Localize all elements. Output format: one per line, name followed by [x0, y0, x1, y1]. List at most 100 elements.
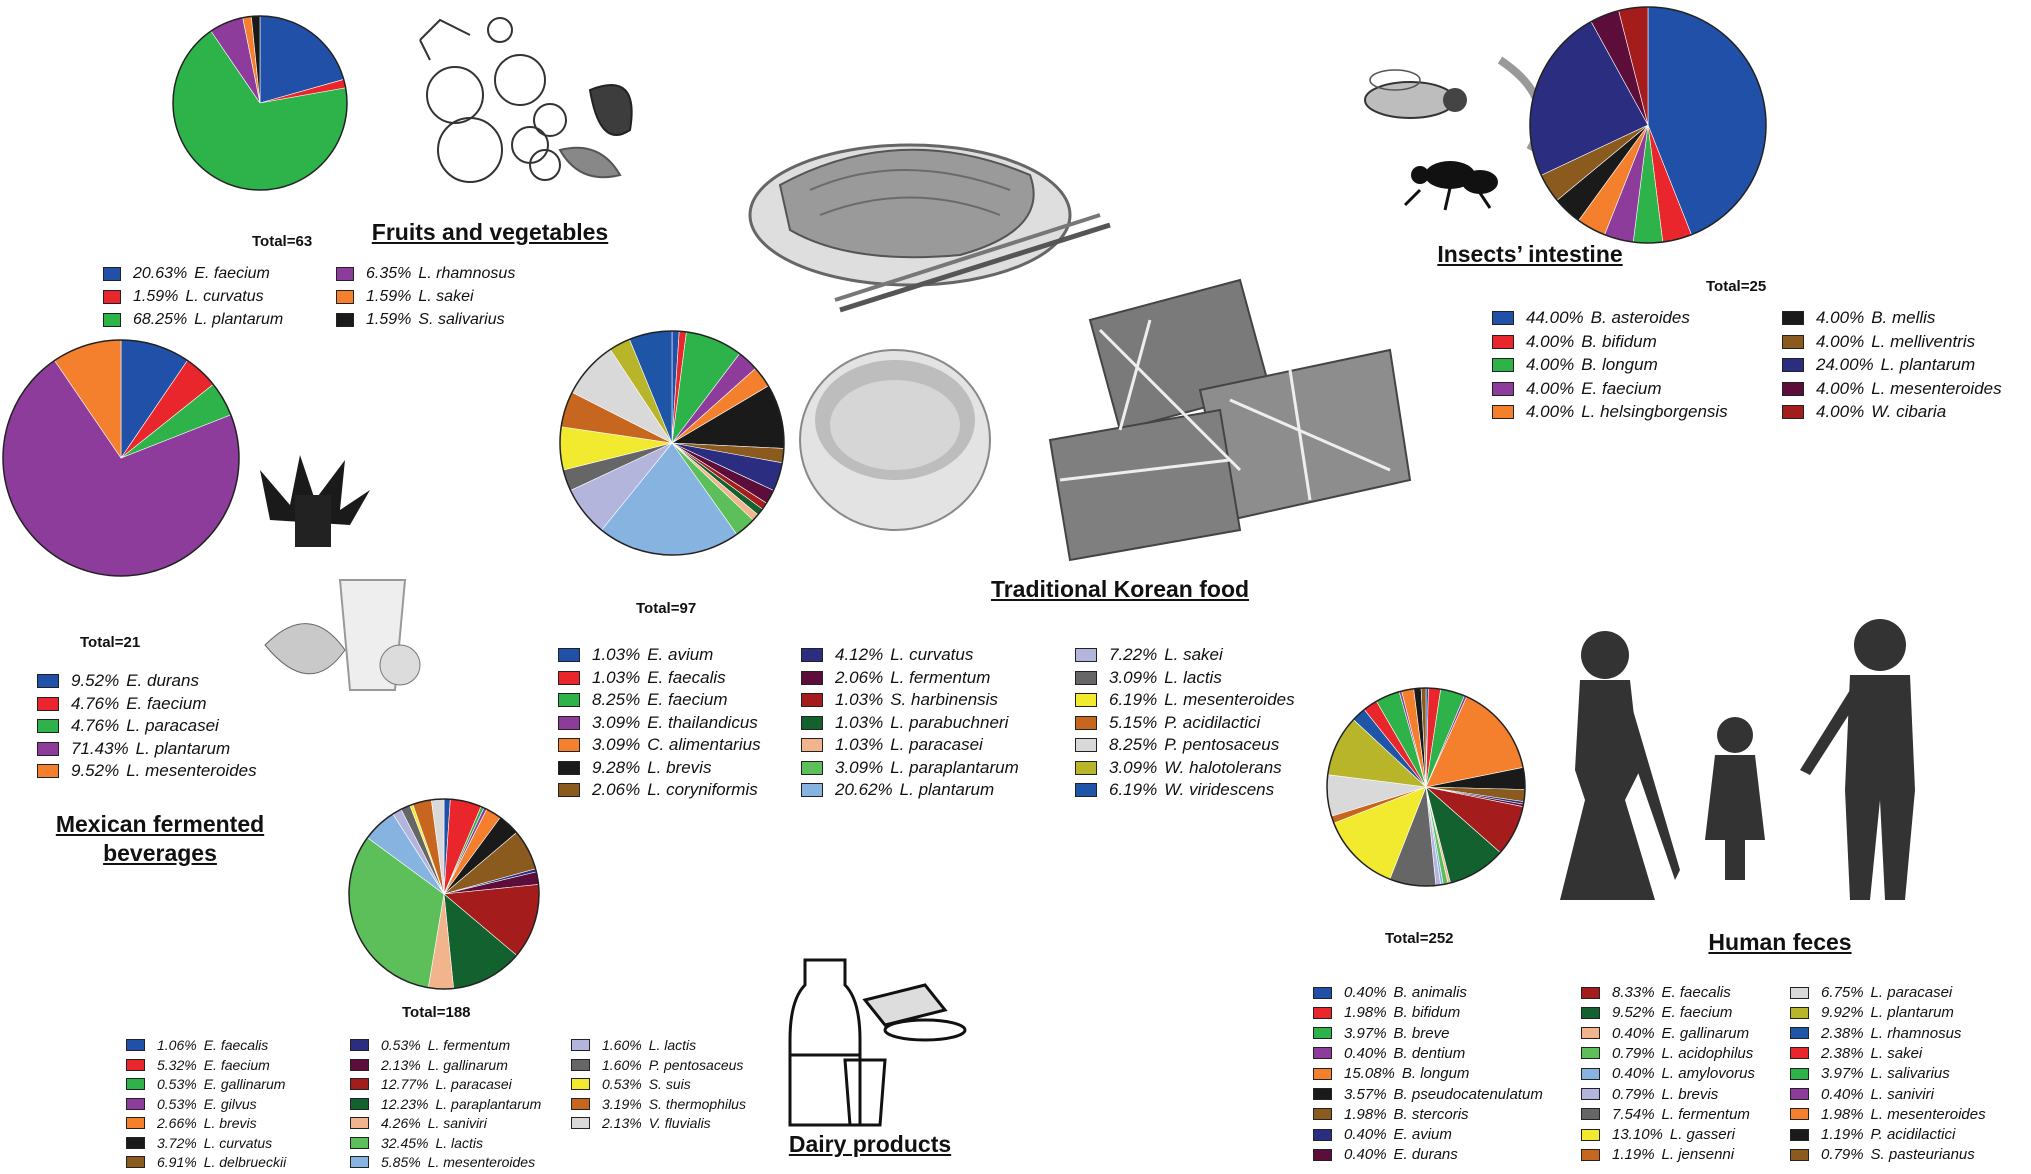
legend-species-label: P. acidilactici	[1870, 1126, 1956, 1144]
chart-title-dairy: Dairy products	[788, 1131, 952, 1157]
legend-item-dairy: 3.72%L. curvatus	[126, 1135, 272, 1151]
legend-percent: 3.72%	[157, 1134, 197, 1151]
legend-swatch	[1790, 1027, 1809, 1040]
legend-species-label: L. gallinarum	[427, 1056, 508, 1073]
legend-percent: 13.10%	[1612, 1126, 1663, 1144]
legend-percent: 1.03%	[835, 690, 884, 709]
legend-item-feces: 0.40%E. durans	[1313, 1146, 1458, 1163]
legend-percent: 9.52%	[71, 761, 120, 780]
legend-item-korean: 7.22%L. sakei	[1075, 645, 1223, 665]
legend-item-korean: 6.19%L. mesenteroides	[1075, 690, 1295, 710]
legend-species-label: E. faecium	[647, 690, 728, 709]
legend-swatch	[558, 783, 580, 797]
legend-species-label: E. avium	[1393, 1126, 1452, 1144]
legend-percent: 1.98%	[1821, 1105, 1864, 1123]
chart-title-mexican: Mexican fermented beverages	[55, 811, 265, 866]
legend-species-label: L. fermentum	[1661, 1105, 1750, 1123]
legend-item-dairy: 5.85%L. mesenteroides	[350, 1154, 535, 1170]
pie-outline-fruits	[172, 15, 348, 191]
legend-swatch	[1790, 1006, 1809, 1019]
legend-swatch	[1581, 1027, 1600, 1040]
legend-swatch	[801, 715, 823, 730]
legend-item-mexican: 4.76%L. paracasei	[37, 716, 219, 736]
legend-item-insects: 4.00%L. helsingborgensis	[1492, 402, 1728, 422]
legend-swatch	[1075, 715, 1097, 730]
legend-item-feces: 2.38% L. rhamnosus	[1790, 1025, 1961, 1042]
legend-item-korean: 9.28%L. brevis	[558, 758, 711, 778]
legend-percent: 0.79%	[1612, 1085, 1655, 1103]
legend-percent: 0.40%	[1612, 1065, 1655, 1083]
legend-swatch	[1790, 986, 1809, 999]
legend-item-dairy: 4.26%L. saniviri	[350, 1115, 487, 1131]
legend-species-label: E. faecium	[194, 265, 270, 282]
legend-item-mexican: 9.52%E. durans	[37, 671, 199, 691]
legend-species-label: S. thermophilus	[648, 1095, 746, 1112]
legend-item-dairy: 0.53%L. fermentum	[350, 1037, 510, 1053]
legend-item-feces: 1.19%L. jensenni	[1581, 1146, 1734, 1163]
legend-item-feces: 1.98%B. stercoris	[1313, 1106, 1469, 1123]
legend-swatch	[571, 1097, 590, 1110]
legend-item-dairy: 0.53%E. gilvus	[126, 1096, 257, 1112]
legend-species-label: L. brevis	[203, 1115, 257, 1131]
legend-species-label: L. paracasei	[1870, 984, 1953, 1001]
legend-percent: 2.13%	[381, 1056, 421, 1073]
legend-species-label: L. mesenteroides	[427, 1154, 536, 1170]
legend-swatch	[1313, 1088, 1332, 1100]
legend-swatch	[1492, 405, 1514, 419]
legend-swatch	[37, 741, 59, 756]
legend-percent: 6.19%	[1109, 690, 1158, 709]
legend-percent: 3.09%	[1109, 757, 1158, 777]
legend-item-insects: 44.00%B. asteroides	[1492, 308, 1690, 328]
legend-item-dairy: 3.19%S. thermophilus	[571, 1096, 746, 1112]
legend-item-korean: 3.09%L. paraplantarum	[801, 758, 1019, 778]
chart-title-insects: Insects’ intestine	[1437, 241, 1623, 267]
legend-item-insects: 4.00%E. faecium	[1492, 379, 1662, 399]
legend-swatch	[558, 670, 580, 685]
pie-outline-korean	[559, 330, 785, 556]
legend-item-korean: 1.03%L. paracasei	[801, 735, 983, 755]
legend-item-fruits: 20.63%E. faecium	[103, 265, 270, 283]
pie-insects	[1529, 6, 1767, 244]
legend-percent: 1.03%	[592, 667, 641, 687]
legend-swatch	[126, 1078, 145, 1090]
legend-percent: 4.26%	[381, 1115, 421, 1131]
legend-percent: 8.33%	[1612, 984, 1655, 1001]
legend-swatch	[1782, 381, 1804, 396]
legend-swatch	[1313, 1148, 1332, 1161]
legend-percent: 1.19%	[1612, 1146, 1655, 1164]
legend-swatch	[571, 1117, 590, 1129]
legend-swatch	[336, 290, 354, 304]
legend-item-mexican: 4.76%E. faecium	[37, 694, 207, 714]
legend-percent: 71.43%	[71, 738, 129, 758]
legend-item-feces: 0.79%L. acidophilus	[1581, 1045, 1753, 1062]
legend-species-label: P. pentosaceus	[648, 1056, 744, 1073]
legend-swatch	[1581, 1088, 1600, 1100]
legend-swatch	[1075, 648, 1097, 662]
legend-percent: 0.53%	[602, 1076, 642, 1092]
legend-swatch	[1782, 405, 1804, 419]
legend-species-label: E. faecium	[1661, 1004, 1733, 1022]
legend-percent: 0.53%	[157, 1076, 197, 1092]
legend-species-label: L. plantarum	[1870, 1004, 1954, 1022]
legend-swatch	[350, 1058, 369, 1071]
legend-species-label: B. dentium	[1393, 1044, 1466, 1062]
legend-percent: 2.38%	[1821, 1024, 1864, 1042]
legend-species-label: L. saniviri	[1870, 1085, 1934, 1103]
legend-species-label: L. rhamnosus	[418, 265, 516, 282]
legend-species-label: L. rhamnosus	[1870, 1024, 1962, 1042]
legend-swatch	[126, 1156, 145, 1168]
agave-drink-illustration	[260, 455, 421, 691]
legend-percent: 0.79%	[1612, 1044, 1655, 1062]
legend-swatch	[801, 783, 823, 797]
legend-species-label: L. brevis	[1661, 1085, 1719, 1103]
pie-korean	[559, 330, 785, 556]
legend-percent: 3.97%	[1821, 1065, 1864, 1083]
legend-swatch	[801, 670, 823, 685]
legend-item-insects: 4.00%B. longum	[1492, 355, 1658, 375]
total-label-feces: Total=252	[1385, 930, 1454, 947]
legend-percent: 44.00%	[1526, 308, 1584, 327]
legend-swatch	[126, 1058, 145, 1071]
legend-swatch	[1790, 1047, 1809, 1060]
legend-swatch	[1492, 334, 1514, 349]
legend-species-label: L. paracasei	[890, 735, 983, 754]
